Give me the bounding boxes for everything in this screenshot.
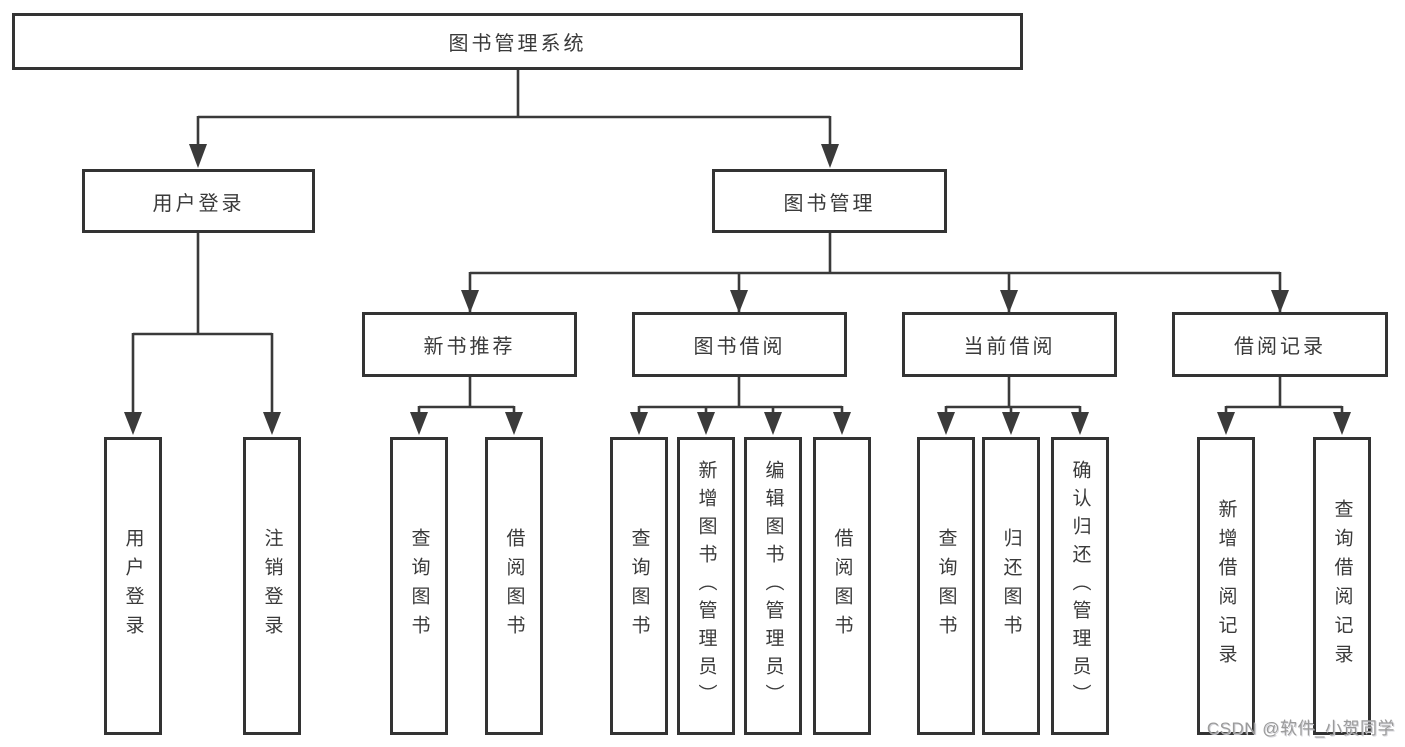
- leaf-query-books-recommend: 查询图书: [390, 437, 448, 735]
- node-root: 图书管理系统: [12, 13, 1023, 70]
- node-user-login: 用户登录: [82, 169, 315, 233]
- node-current-borrowing: 当前借阅: [902, 312, 1117, 377]
- node-borrow-records: 借阅记录: [1172, 312, 1388, 377]
- leaf-edit-books-admin: 编辑图书（管理员）: [744, 437, 802, 735]
- node-new-book-recommend: 新书推荐: [362, 312, 577, 377]
- leaf-user-login: 用户登录: [104, 437, 162, 735]
- csdn-watermark: CSDN @软件_小贺同学: [1206, 719, 1395, 738]
- node-book-management: 图书管理: [712, 169, 947, 233]
- leaf-confirm-return-admin: 确认归还（管理员）: [1051, 437, 1109, 735]
- leaf-query-books-current: 查询图书: [917, 437, 975, 735]
- arrowheads: [124, 144, 1351, 435]
- leaf-query-books-borrowing: 查询图书: [610, 437, 668, 735]
- node-book-borrowing: 图书借阅: [632, 312, 847, 377]
- leaf-add-borrow-record: 新增借阅记录: [1197, 437, 1255, 735]
- leaf-add-books-admin: 新增图书（管理员）: [677, 437, 735, 735]
- leaf-query-borrow-record: 查询借阅记录: [1313, 437, 1371, 735]
- leaf-return-books: 归还图书: [982, 437, 1040, 735]
- leaf-borrow-books-recommend: 借阅图书: [485, 437, 543, 735]
- leaf-borrow-books-borrowing: 借阅图书: [813, 437, 871, 735]
- leaf-logout: 注销登录: [243, 437, 301, 735]
